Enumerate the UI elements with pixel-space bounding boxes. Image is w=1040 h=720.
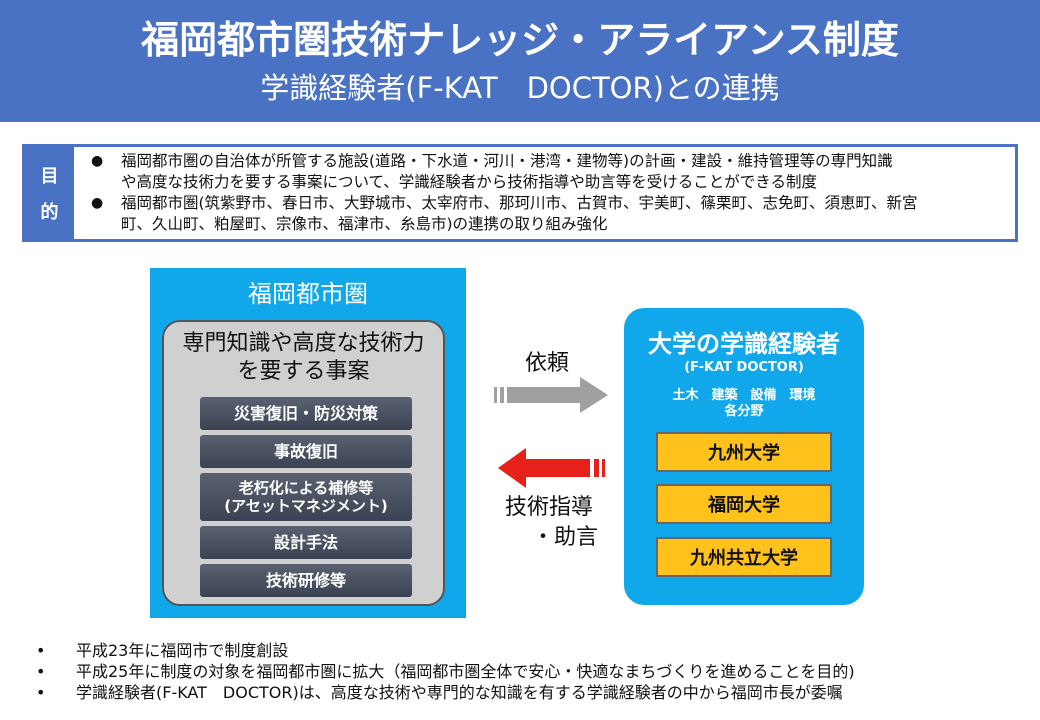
guidance-arrow-head <box>498 448 526 488</box>
purpose-item: ● 福岡都市圏の自治体が所管する施設(道路・下水道・河川・港湾・建物等)の計画・… <box>91 151 1005 193</box>
university-fields-line: 各分野 <box>724 404 764 419</box>
guidance-label-1: 技術指導 <box>505 495 594 520</box>
notes-list: • 平成23年に福岡市で制度創設 • 平成25年に制度の対象を福岡都市圏に拡大（… <box>36 640 1030 703</box>
university-fields-line: 土木 建築 設備 環境 <box>672 388 816 403</box>
university-panel: 大学の学識経験者 (F-KAT DOCTOR) 土木 建築 設備 環境 各分野 … <box>624 308 864 605</box>
project-item-sub: (アセットマネジメント) <box>224 497 388 515</box>
project-item-disaster: 災害復旧・防災対策 <box>200 397 412 430</box>
page-subtitle: 学識経験者(F-KAT DOCTOR)との連携 <box>260 71 780 105</box>
request-arrow-body <box>507 387 580 403</box>
request-arrow-stripe <box>494 387 497 403</box>
guidance-arrow <box>498 448 605 488</box>
bullet-icon: ● <box>91 153 104 169</box>
bullet-icon: • <box>36 683 46 702</box>
guidance-arrow-stripe <box>594 459 599 477</box>
note-text: 学識経験者(F-KAT DOCTOR)は、高度な技術や専門的な知識を有する学識経… <box>76 683 843 702</box>
request-arrow-stripe <box>500 387 504 403</box>
bullet-icon: • <box>36 662 46 681</box>
purpose-item-line: 町、久山町、粕屋町、宗像市、福津市、糸島市)の連携の取り組み強化 <box>121 215 608 233</box>
city-title: 福岡都市圏 <box>248 280 368 308</box>
project-item-maintenance: 老朽化による補修等 (アセットマネジメント) <box>200 473 412 521</box>
project-items: 災害復旧・防災対策 事故復旧 老朽化による補修等 (アセットマネジメント) 設計… <box>200 397 412 602</box>
request-label: 依頼 <box>525 351 570 376</box>
note-text: 平成25年に制度の対象を福岡都市圏に拡大（福岡都市圏全体で安心・快適なまちづくり… <box>76 662 855 681</box>
city-panel: 福岡都市圏 専門知識や高度な技術力 を要する事案 災害復旧・防災対策 事故復旧 … <box>150 268 466 618</box>
purpose-label: 目 的 <box>25 147 74 239</box>
bullet-icon: ● <box>91 195 104 211</box>
purpose-item: ● 福岡都市圏(筑紫野市、春日市、大野城市、太宰府市、那珂川市、古賀市、宇美町、… <box>91 193 1005 235</box>
request-arrow-head <box>580 377 608 413</box>
project-box: 専門知識や高度な技術力 を要する事案 災害復旧・防災対策 事故復旧 老朽化による… <box>162 320 445 606</box>
university-subtitle: (F-KAT DOCTOR) <box>684 360 804 375</box>
purpose-label-char-2: 的 <box>40 202 59 223</box>
guidance-arrow-stripe <box>602 459 605 477</box>
title-banner: 福岡都市圏技術ナレッジ・アライアンス制度 学識経験者(F-KAT DOCTOR)… <box>0 0 1040 122</box>
purpose-item-line: 福岡都市圏の自治体が所管する施設(道路・下水道・河川・港湾・建物等)の計画・建設… <box>121 152 893 170</box>
page-title: 福岡都市圏技術ナレッジ・アライアンス制度 <box>141 18 899 62</box>
project-title-line: を要する事案 <box>237 359 370 384</box>
guidance-label-2: ・助言 <box>532 525 599 550</box>
request-arrow <box>494 377 608 413</box>
university-title: 大学の学識経験者 <box>648 330 840 358</box>
university-kyushu-kyoritsu: 九州共立大学 <box>656 537 832 577</box>
project-item-training: 技術研修等 <box>200 564 412 597</box>
university-kyushu: 九州大学 <box>656 432 832 472</box>
guidance-arrow-body <box>526 459 590 477</box>
purpose-item-line: 福岡都市圏(筑紫野市、春日市、大野城市、太宰府市、那珂川市、古賀市、宇美町、篠栗… <box>121 194 918 212</box>
purpose-item-line: や高度な技術力を要する事案について、学識経験者から技術指導や助言等を受けることが… <box>121 173 817 191</box>
note-text: 平成23年に福岡市で制度創設 <box>76 641 289 660</box>
university-fields: 土木 建築 設備 環境 各分野 <box>624 388 864 420</box>
purpose-list: ● 福岡都市圏の自治体が所管する施設(道路・下水道・河川・港湾・建物等)の計画・… <box>91 151 1005 235</box>
project-title: 専門知識や高度な技術力 を要する事案 <box>164 330 443 386</box>
purpose-box: 目 的 ● 福岡都市圏の自治体が所管する施設(道路・下水道・河川・港湾・建物等)… <box>22 144 1018 242</box>
note-item: • 学識経験者(F-KAT DOCTOR)は、高度な技術や専門的な知識を有する学… <box>36 682 1030 703</box>
university-fukuoka: 福岡大学 <box>656 484 832 524</box>
bullet-icon: • <box>36 641 46 660</box>
project-item-label: 老朽化による補修等 <box>238 479 374 497</box>
project-item-accident: 事故復旧 <box>200 435 412 468</box>
project-title-line: 専門知識や高度な技術力 <box>182 331 425 356</box>
note-item: • 平成23年に福岡市で制度創設 <box>36 640 1030 661</box>
note-item: • 平成25年に制度の対象を福岡都市圏に拡大（福岡都市圏全体で安心・快適なまちづ… <box>36 661 1030 682</box>
purpose-label-char-1: 目 <box>40 166 59 187</box>
project-item-design: 設計手法 <box>200 526 412 559</box>
